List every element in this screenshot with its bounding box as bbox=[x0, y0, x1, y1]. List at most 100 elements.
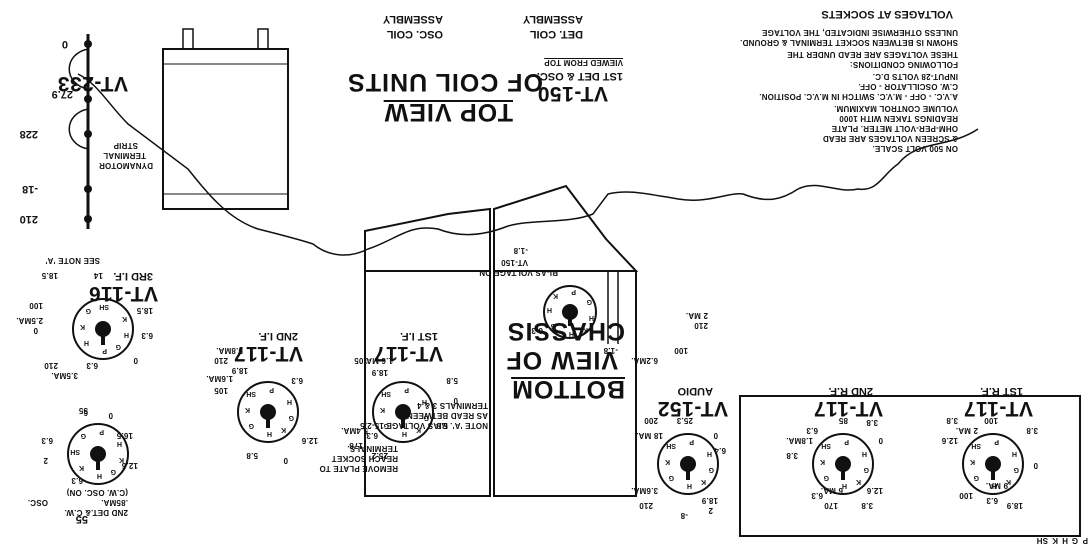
bottom-view-subtitle-2: CHASSIS bbox=[506, 317, 625, 345]
dynamotor-terminal-strip bbox=[68, 34, 92, 229]
svg-text:G: G bbox=[288, 414, 294, 421]
conditions-heading: VOLTAGES AT SOCKETS bbox=[821, 8, 953, 20]
svg-text:K: K bbox=[856, 478, 861, 485]
vt117-2nd-rf-type: VT-117 bbox=[813, 397, 883, 420]
dynamotor-value-0: 210 bbox=[19, 213, 38, 225]
svg-text:G: G bbox=[550, 322, 556, 329]
svg-text:H: H bbox=[992, 482, 997, 489]
svg-text:H: H bbox=[422, 398, 427, 405]
svg-text:G: G bbox=[708, 466, 714, 473]
svg-text:H: H bbox=[117, 440, 122, 447]
vt117-1st-rf-v6: 100 bbox=[984, 416, 998, 425]
vt117-1st-if-v7: 18.9 bbox=[371, 368, 388, 377]
vt117-2nd-if-stage: 2ND I.F. bbox=[258, 330, 298, 342]
bottom-view-title: BOTTOM bbox=[511, 375, 625, 403]
vt152-v6: 25.3 bbox=[676, 416, 693, 425]
svg-text:K: K bbox=[79, 464, 84, 471]
vt152-v1: 18.9 bbox=[701, 496, 718, 505]
osc-coil-label-1: OSC. COIL bbox=[386, 28, 443, 40]
svg-text:H: H bbox=[287, 398, 292, 405]
det-coil-label-2: ASSEMBLY bbox=[522, 13, 583, 25]
vt117-2nd-if-v2: 0 bbox=[283, 456, 288, 465]
svg-text:SH: SH bbox=[666, 442, 676, 449]
conditions-line-1: SHOWN IS BETWEEN SOCKET TERMINAL & GROUN… bbox=[739, 38, 958, 47]
svg-text:P: P bbox=[102, 347, 107, 354]
vt116-v2: 0 bbox=[133, 356, 138, 365]
vt117-1st-rf-v7: 3.8 bbox=[946, 416, 958, 425]
vt116-v7: 100 bbox=[29, 301, 43, 310]
svg-text:K: K bbox=[553, 292, 558, 299]
vt152-v5: 0 bbox=[713, 431, 718, 440]
svg-text:G: G bbox=[423, 414, 429, 421]
vt116-v4: 18.5 bbox=[136, 306, 153, 315]
svg-text:H: H bbox=[707, 450, 712, 457]
bias-voltage-value: -1.8 bbox=[513, 246, 528, 255]
vt116-v8: 0 bbox=[33, 326, 38, 335]
vt233-v2: 2 bbox=[43, 456, 48, 465]
vt117-1st-if-v4: 0 bbox=[453, 396, 458, 405]
svg-text:SH: SH bbox=[70, 448, 80, 455]
svg-text:G: G bbox=[1013, 466, 1019, 473]
bottom-view-subtitle: VIEW OF bbox=[505, 346, 618, 374]
svg-text:G: G bbox=[823, 474, 829, 481]
vt117-2nd-if-v0: 5.8 bbox=[246, 451, 258, 460]
svg-text:SH: SH bbox=[99, 303, 109, 310]
svg-text:SH: SH bbox=[821, 442, 831, 449]
vt117-1st-rf-v0: 18.9 bbox=[1006, 501, 1023, 510]
conditions-line-0: UNLESS OTHERWISE INDICATED, THE VOLTAGE bbox=[761, 28, 958, 37]
vt117-2nd-if-v1: 12.6 bbox=[301, 436, 318, 445]
vt150-v1: -1.8 bbox=[603, 346, 618, 355]
vt152-v0: 210 bbox=[639, 501, 653, 510]
vt152-v2: -8 bbox=[680, 511, 688, 520]
vt117-2nd-rf-v7: 3.8 bbox=[866, 418, 878, 427]
svg-text:K: K bbox=[701, 478, 706, 485]
svg-text:G: G bbox=[863, 466, 869, 473]
svg-text:H: H bbox=[124, 331, 129, 338]
svg-text:P: P bbox=[404, 386, 409, 393]
vt117-1st-if-v2: 6.3 bbox=[366, 431, 378, 440]
svg-text:G: G bbox=[668, 474, 674, 481]
conditions-line-11: ON 500 VOLT SCALE. bbox=[872, 144, 958, 153]
svg-text:H: H bbox=[402, 430, 407, 437]
vt117-1st-if-v0: 25.2 bbox=[371, 451, 388, 460]
vt117-1st-rf-v3: 0 bbox=[1033, 461, 1038, 470]
pin-label-cathode: K bbox=[1052, 536, 1058, 544]
vt117-2nd-rf-v3: 12.6 bbox=[866, 486, 883, 495]
vt150-socket: HGH KPG HK bbox=[543, 285, 597, 339]
vt152-v8: 18 MA. bbox=[636, 431, 663, 440]
vt117-2nd-rf-v10: 6 MA. bbox=[820, 486, 843, 495]
vt116-stage: 3RD I.F. bbox=[113, 270, 153, 282]
vt117-2nd-if-v7: 1.6MA. bbox=[206, 374, 233, 383]
pin-label-plate: P bbox=[1082, 536, 1088, 544]
det-coil-label-1: DET. COIL bbox=[529, 28, 583, 40]
vt150-viewed: VIEWED FROM TOP bbox=[544, 58, 623, 67]
conditions-line-8: READINGS TAKEN WITH 1000 bbox=[839, 114, 958, 123]
svg-text:P: P bbox=[689, 438, 694, 445]
vt233-v6: 0 bbox=[108, 411, 113, 420]
vt150-v3: 210 bbox=[694, 321, 708, 330]
remove-plate-line1: REMOVE PLATE TO bbox=[319, 464, 398, 473]
vt233-v1: 6.3 bbox=[71, 476, 83, 485]
svg-text:H: H bbox=[842, 482, 847, 489]
dynamotor-value-3: 27.9 bbox=[51, 88, 73, 100]
svg-text:P: P bbox=[994, 438, 999, 445]
osc-coil-top bbox=[493, 184, 639, 272]
vt116-v6: 18.5 bbox=[41, 271, 58, 280]
rf-socket-frame bbox=[739, 395, 1081, 537]
vt116-v5: 14 bbox=[93, 271, 103, 280]
osc-coil-label-2: ASSEMBLY bbox=[382, 13, 443, 25]
svg-text:P: P bbox=[844, 438, 849, 445]
svg-text:G: G bbox=[248, 422, 254, 429]
vt117-2nd-rf-v5: 0 bbox=[878, 436, 883, 445]
pin-label-grid: G bbox=[1071, 536, 1078, 544]
vt117-1st-if-v8: 5.4MA. bbox=[341, 426, 368, 435]
svg-text:K: K bbox=[1006, 478, 1011, 485]
svg-text:H: H bbox=[589, 314, 594, 321]
svg-text:H: H bbox=[862, 450, 867, 457]
vt117-2nd-rf-stage: 2ND R.F. bbox=[828, 385, 873, 397]
svg-text:SH: SH bbox=[381, 390, 391, 397]
svg-text:H: H bbox=[97, 472, 102, 479]
